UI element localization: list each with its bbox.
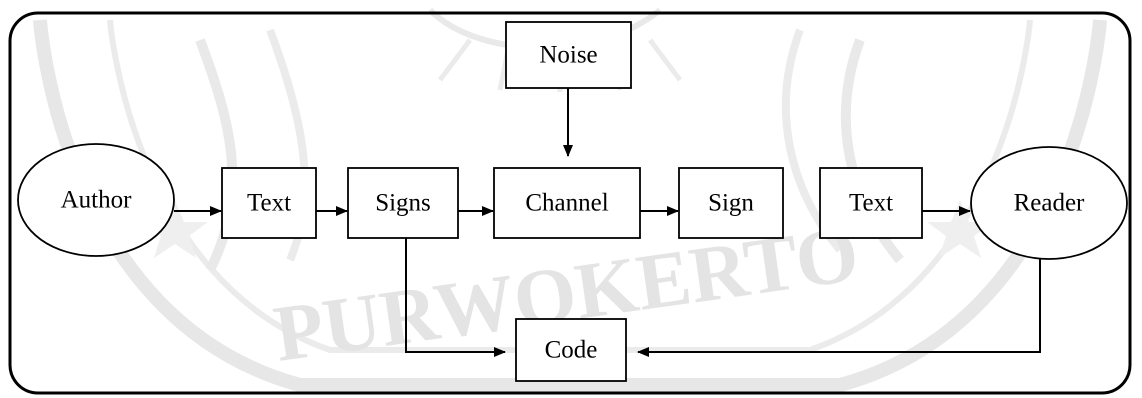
node-author: Author xyxy=(17,143,175,257)
node-text-1-label: Text xyxy=(247,190,291,217)
node-code: Code xyxy=(515,318,627,382)
node-code-label: Code xyxy=(545,337,598,364)
node-text-2: Text xyxy=(819,167,923,239)
node-signs-label: Signs xyxy=(375,190,431,217)
node-channel: Channel xyxy=(493,167,641,239)
edges xyxy=(174,88,1041,357)
node-noise-label: Noise xyxy=(539,42,597,69)
node-sign: Sign xyxy=(678,167,784,239)
node-channel-label: Channel xyxy=(525,190,608,217)
node-text-2-label: Text xyxy=(849,190,893,217)
node-reader-label: Reader xyxy=(1014,190,1085,217)
diagram-frame xyxy=(8,11,1132,395)
node-signs: Signs xyxy=(347,167,459,239)
edge-reader-code xyxy=(637,259,1041,357)
node-sign-label: Sign xyxy=(708,190,754,217)
node-text-1: Text xyxy=(221,167,317,239)
node-reader: Reader xyxy=(970,146,1128,260)
node-author-label: Author xyxy=(61,187,133,214)
edge-signs-code xyxy=(405,238,506,357)
node-noise: Noise xyxy=(505,21,632,89)
